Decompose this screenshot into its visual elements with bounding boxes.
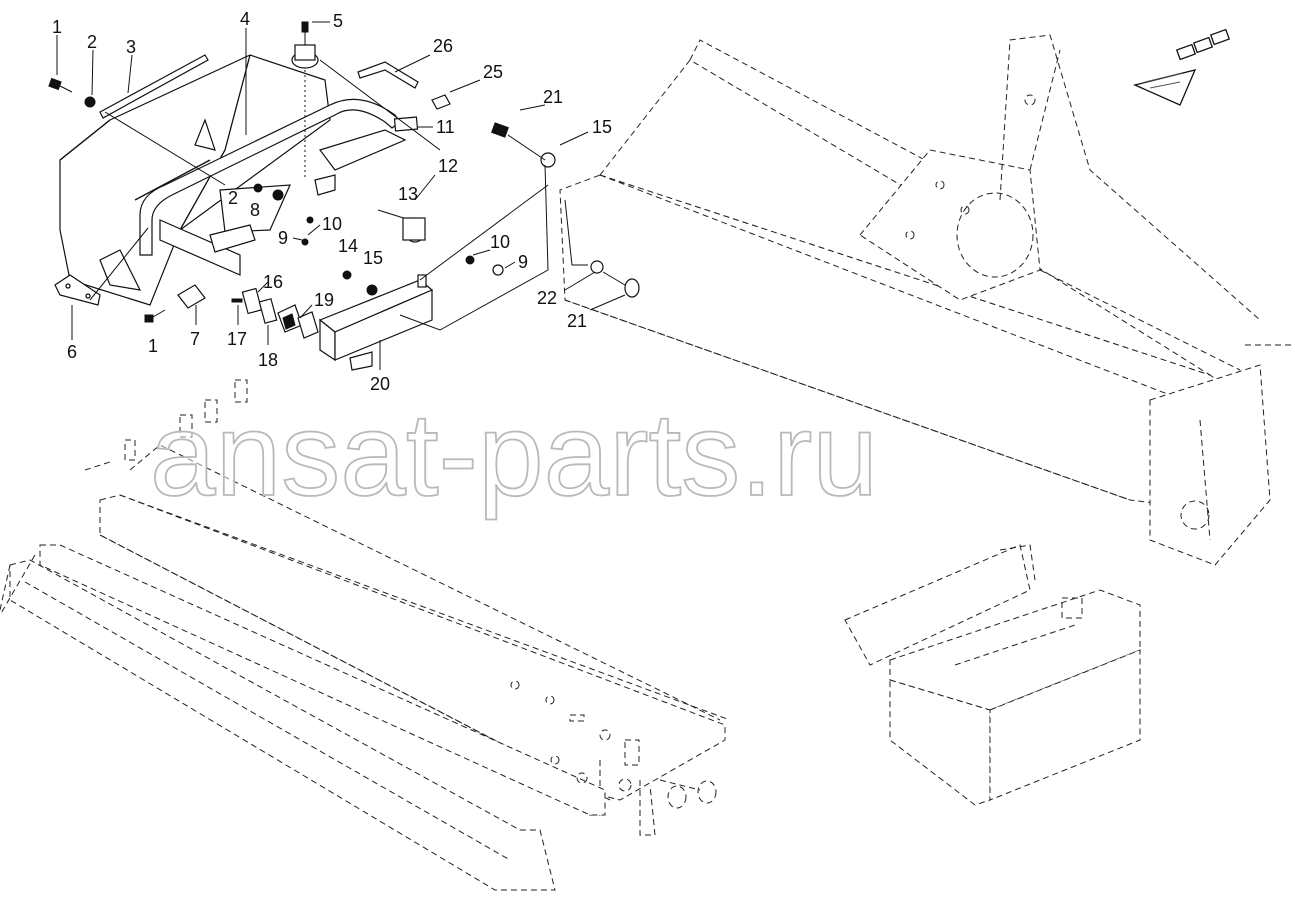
callout-10-right: 10 <box>490 232 510 252</box>
part-12-plate <box>209 129 407 253</box>
callout-15-mid: 15 <box>363 248 383 268</box>
tool-box <box>844 544 1141 806</box>
callout-3: 3 <box>126 37 136 57</box>
callout-26: 26 <box>433 36 453 56</box>
watermark-text: ansat-parts.ru <box>150 389 878 521</box>
callout-9-left: 9 <box>278 228 288 248</box>
callout-6: 6 <box>67 342 77 362</box>
frame-brackets <box>84 379 248 471</box>
callout-labels: 1 2 3 4 5 26 25 21 15 11 12 13 2 8 10 9 … <box>52 9 612 394</box>
callout-2-top: 2 <box>87 32 97 52</box>
parts-16-19-clamps <box>177 284 319 339</box>
callout-22: 22 <box>537 288 557 308</box>
callout-7: 7 <box>190 329 200 349</box>
callout-1-top: 1 <box>52 17 62 37</box>
callout-15-top: 15 <box>592 117 612 137</box>
callout-20: 20 <box>370 374 390 394</box>
callout-10-left: 10 <box>322 214 342 234</box>
callout-19: 19 <box>314 290 334 310</box>
callout-4: 4 <box>240 9 250 29</box>
callout-9-right: 9 <box>518 252 528 272</box>
callout-11: 11 <box>436 117 455 137</box>
callout-1-bottom: 1 <box>148 336 158 356</box>
callout-5: 5 <box>333 11 343 31</box>
part-3-strip <box>99 54 209 119</box>
callout-21-bottom: 21 <box>567 311 587 331</box>
main-beam-frame <box>559 34 1295 566</box>
lower-frame-assembly <box>0 444 731 891</box>
callout-12: 12 <box>438 156 458 176</box>
callout-21-top: 21 <box>543 87 563 107</box>
callout-leader-lines <box>56 21 626 370</box>
part-20-beam <box>318 274 434 371</box>
callout-16: 16 <box>263 272 283 292</box>
part-5-mount <box>291 21 319 180</box>
part-6-bracket <box>54 274 101 306</box>
callout-18: 18 <box>258 350 278 370</box>
part-25-plate <box>431 94 451 110</box>
callout-14: 14 <box>338 236 358 256</box>
callout-2-mid: 2 <box>228 188 238 208</box>
fasteners <box>48 77 640 323</box>
direction-arrow-icon <box>1133 28 1231 106</box>
callout-8: 8 <box>250 200 260 220</box>
part-26-bracket <box>357 61 419 89</box>
callout-13: 13 <box>398 184 418 204</box>
assembly-leader-lines <box>89 59 588 331</box>
callout-25: 25 <box>483 62 503 82</box>
callout-17: 17 <box>227 329 247 349</box>
part-13-buffer <box>377 209 426 243</box>
